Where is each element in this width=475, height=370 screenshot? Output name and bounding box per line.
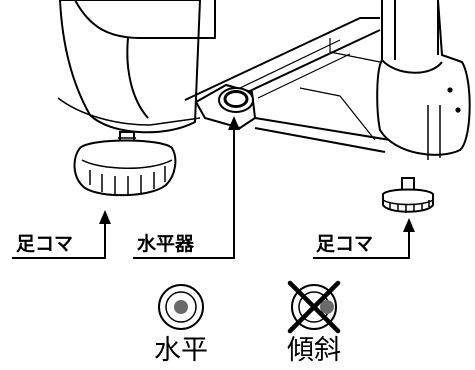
caption-tilted: 傾斜 xyxy=(287,335,341,366)
caption-level-ok: 水平 xyxy=(154,335,208,366)
foot-knob-left xyxy=(73,131,177,197)
level-ok-indicator xyxy=(158,284,204,330)
bubble-centered xyxy=(174,300,188,314)
label-foot-right: 足コマ xyxy=(316,233,373,255)
column xyxy=(376,0,471,160)
level-bracket xyxy=(194,83,257,130)
foot-knob-right xyxy=(382,177,434,213)
callout-arrows xyxy=(12,116,415,259)
tilted-indicator xyxy=(287,280,341,334)
cross-mark-icon xyxy=(287,280,341,334)
label-foot-left: 足コマ xyxy=(16,233,73,255)
bubble-offset xyxy=(320,300,334,314)
label-level: 水平器 xyxy=(137,233,195,255)
machine-body xyxy=(57,0,216,134)
